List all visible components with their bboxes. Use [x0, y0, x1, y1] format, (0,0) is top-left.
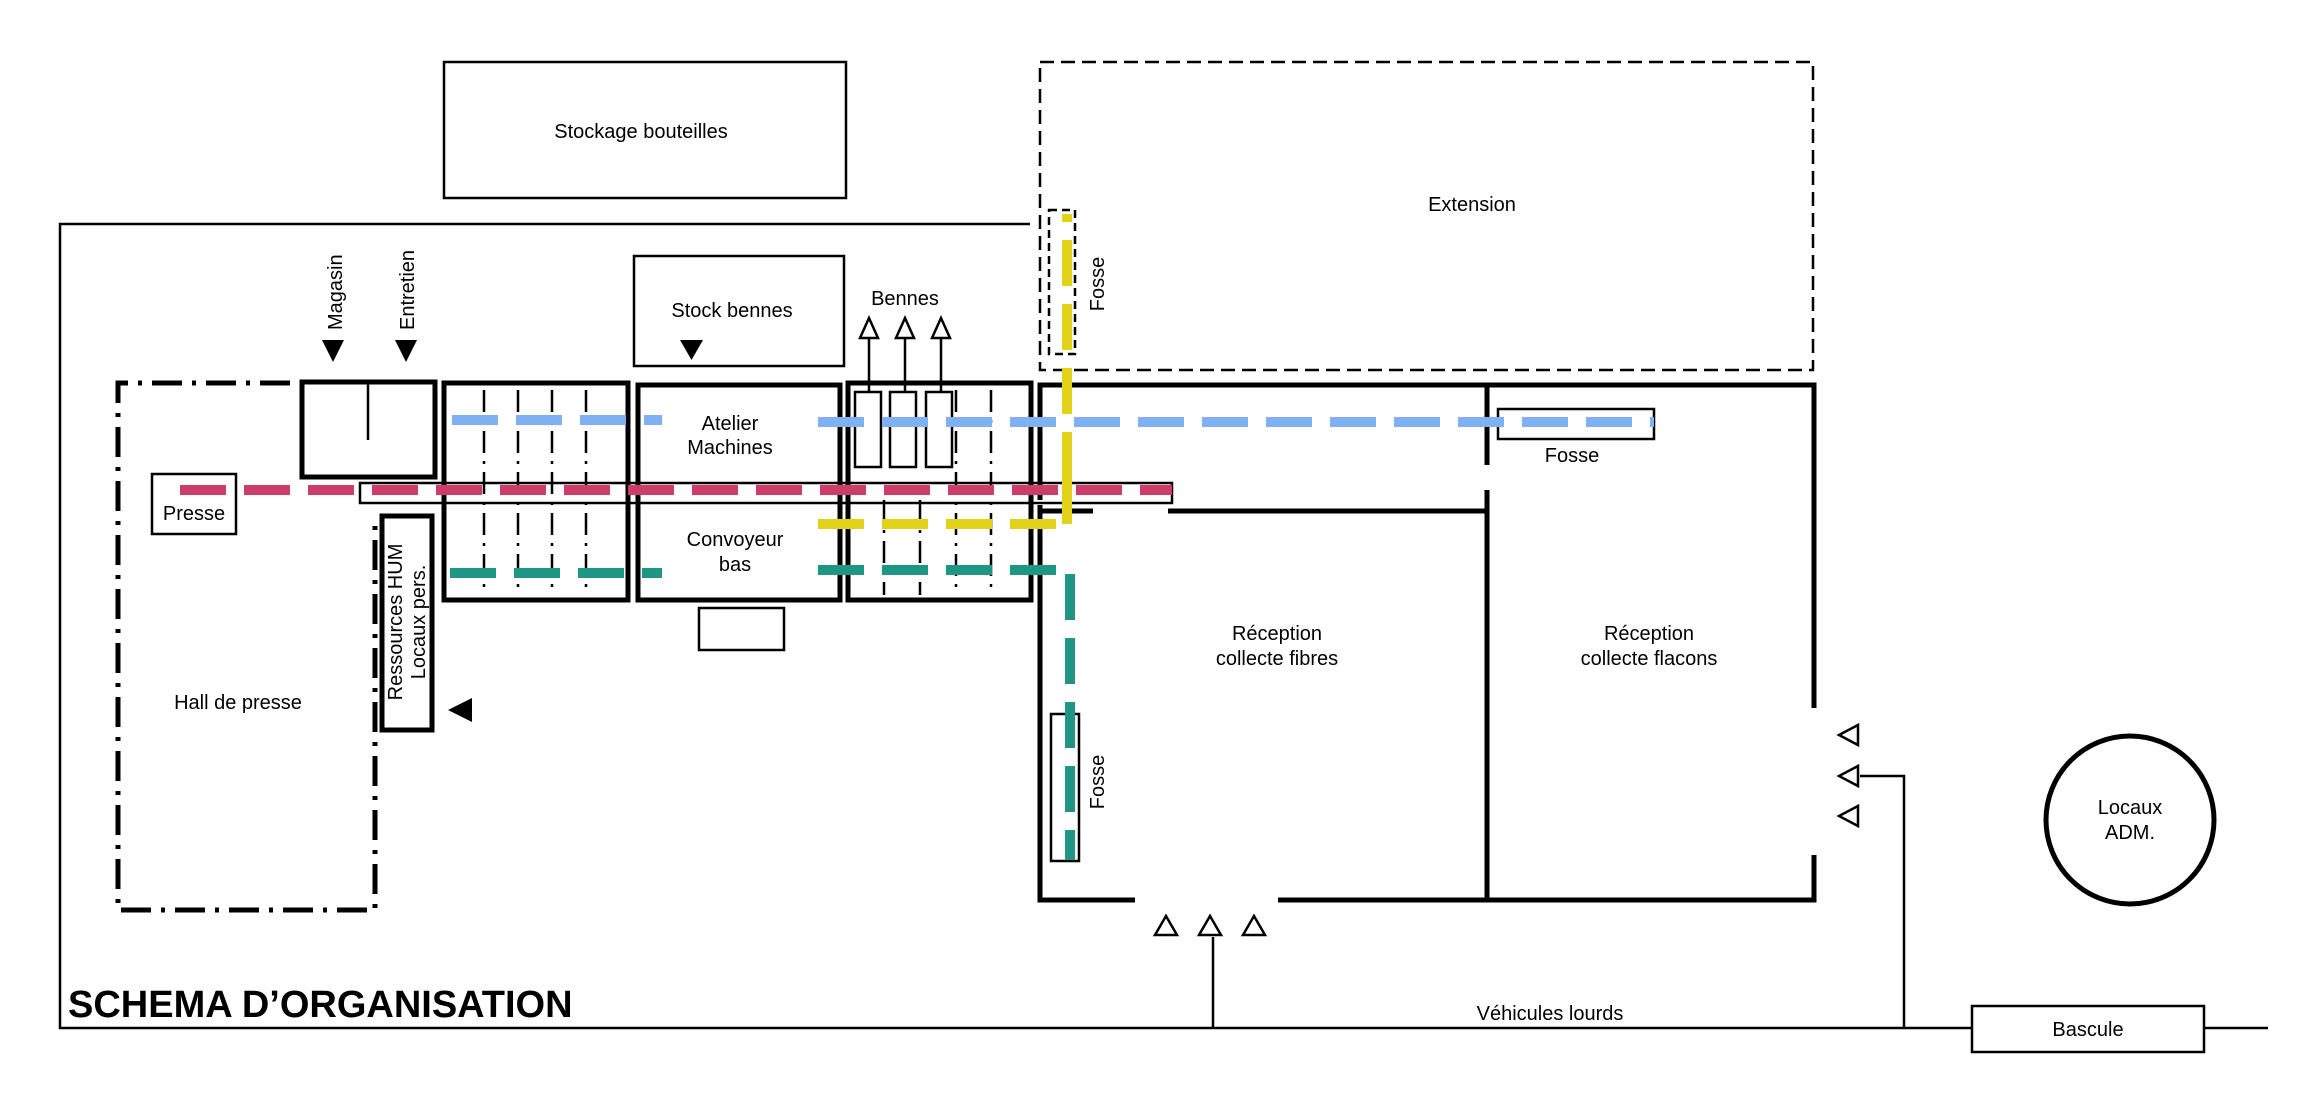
label-fosse-bottom: Fosse	[1087, 755, 1109, 809]
zone-reception-fibres: Réception collecte fibres	[1216, 623, 1338, 670]
zone-atelier-machines: Atelier Machines Convoyeur bas	[635, 382, 843, 652]
zone-stockage-bouteilles: Stockage bouteilles	[442, 60, 848, 200]
zone-reception-building	[1037, 382, 1817, 903]
flow-yellow	[818, 214, 1072, 529]
zone-stock-bennes: Stock bennes	[632, 254, 846, 368]
zone-magasin-entretien: Magasin Entretien	[299, 250, 438, 480]
benne-slot	[888, 390, 918, 469]
label-vehicules-lourds: Véhicules lourds	[1477, 1003, 1624, 1025]
label-collecte-fibres: collecte fibres	[1216, 648, 1338, 670]
label-magasin: Magasin	[325, 254, 347, 330]
flow-paths	[180, 214, 1654, 860]
marker-magasin	[322, 340, 344, 362]
label-stockage-bouteilles: Stockage bouteilles	[554, 121, 727, 143]
label-extension: Extension	[1428, 194, 1516, 216]
label-bennes: Bennes	[871, 288, 939, 310]
label-bas: bas	[719, 554, 751, 576]
convoyeur-unit	[697, 606, 786, 652]
label-atelier: Atelier	[702, 413, 759, 435]
label-stock-bennes: Stock bennes	[671, 300, 792, 322]
marker-entretien	[395, 340, 417, 362]
label-hall-presse: Hall de presse	[174, 692, 302, 714]
zone-bascule: Bascule	[1970, 1004, 2206, 1054]
zone-extension: Extension	[1038, 60, 1815, 372]
diagram-title: SCHEMA D’ORGANISATION	[68, 984, 573, 1026]
label-presse: Presse	[163, 503, 225, 525]
entrance-arrows-right	[1836, 722, 1906, 1028]
zone-presse: Presse	[150, 472, 238, 536]
label-adm: ADM.	[2105, 822, 2155, 844]
zone-hall-presse: Hall de presse	[115, 380, 378, 913]
site-boundary	[58, 222, 2268, 1030]
label-locaux: Locaux	[2098, 797, 2163, 819]
zone-reception-flacons: Réception collecte flacons	[1581, 623, 1718, 670]
label-machines: Machines	[687, 437, 773, 459]
marker-stock-bennes	[680, 340, 703, 360]
flow-teal	[450, 565, 1075, 860]
flow-blue	[452, 415, 1654, 427]
label-fosse-right: Fosse	[1545, 445, 1599, 467]
zone-bennes-bays	[845, 380, 1034, 603]
zone-locaux-adm: Locaux ADM.	[2043, 733, 2217, 907]
zone-bennes: Bennes	[858, 288, 952, 392]
label-reception-fibres: Réception	[1232, 623, 1322, 645]
zone-ressources-hum: Ressources HUM Locaux pers.	[379, 513, 472, 733]
benne-slot	[924, 390, 954, 469]
bennes-arrows	[858, 314, 952, 392]
label-bascule: Bascule	[2052, 1019, 2123, 1041]
label-reception-flacons: Réception	[1604, 623, 1694, 645]
label-entretien: Entretien	[397, 250, 419, 330]
fosse-top: Fosse	[1047, 208, 1109, 356]
fosse-bottom: Fosse	[1049, 712, 1109, 863]
label-ressources-hum: Ressources HUM	[385, 544, 407, 701]
label-locaux-pers: Locaux pers.	[408, 565, 430, 680]
label-convoyeur: Convoyeur	[687, 529, 784, 551]
marker-ressources-hum	[448, 698, 472, 722]
label-collecte-flacons: collecte flacons	[1581, 648, 1718, 670]
entrance-arrows-bottom	[1152, 913, 1268, 1028]
benne-slot	[853, 390, 883, 469]
label-fosse-top: Fosse	[1087, 257, 1109, 311]
